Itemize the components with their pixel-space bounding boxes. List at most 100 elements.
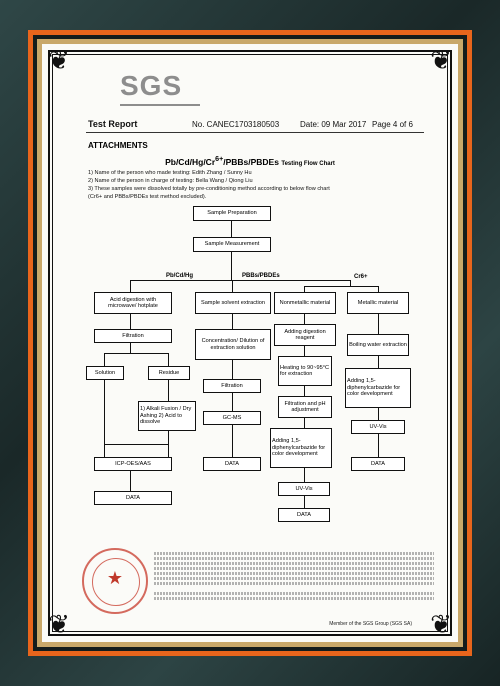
sgs-logo: SGS — [120, 70, 200, 106]
note-line: 3) These samples were dissolved totally … — [88, 186, 330, 192]
connector — [232, 425, 233, 457]
member-text: Member of the SGS Group (SGS SA) — [329, 621, 412, 627]
note-line: 1) Name of the person who made testing: … — [88, 170, 252, 176]
corner-ornament-icon: ❦ — [430, 46, 452, 76]
nonmetal-diphenylcarbazide-box: Adding 1,5-diphenylcarbazide for color d… — [270, 428, 332, 468]
fine-print-line — [154, 597, 434, 600]
corner-ornament-icon: ❦ — [430, 610, 452, 640]
metal-uvvis-box: UV-Vis — [351, 420, 405, 434]
fine-print-line — [154, 567, 434, 570]
connector — [130, 314, 131, 329]
metallic-material-box: Metallic material — [347, 292, 409, 314]
connector — [304, 386, 305, 396]
note-line: 2) Name of the person in charge of testi… — [88, 178, 253, 184]
connector — [104, 353, 168, 354]
connector — [232, 280, 233, 292]
connector — [130, 343, 131, 353]
connector — [104, 353, 105, 366]
flow-title-sup: 6+ — [215, 155, 224, 163]
solvent-extraction-box: Sample solvent extraction — [195, 292, 271, 314]
connector — [304, 286, 378, 287]
connector — [104, 444, 168, 445]
ornament-border — [48, 50, 452, 636]
boiling-water-box: Boiling water extraction — [347, 334, 409, 356]
fine-print-line — [154, 572, 434, 575]
metal-diphenylcarbazide-box: Adding 1,5-diphenylcarbazide for color d… — [345, 368, 411, 408]
branch-label-pb: Pb/Cd/Hg — [166, 273, 193, 279]
report-number: No. CANEC1703180503 — [192, 120, 280, 129]
connector — [378, 408, 379, 420]
connector — [130, 471, 131, 491]
flow-title-suffix: Testing Flow Chart — [281, 160, 335, 167]
sample-measurement-box: Sample Measurement — [193, 237, 271, 252]
branch-label-cr: Cr6+ — [354, 274, 368, 280]
report-date: Date: 09 Mar 2017 — [300, 120, 367, 129]
attachments-heading: ATTACHMENTS — [88, 141, 148, 150]
sample-preparation-box: Sample Preparation — [193, 206, 271, 221]
acid-digestion-box: Acid digestion with microwave/ hotplate — [94, 292, 172, 314]
connector — [378, 356, 379, 368]
solution-box: Solution — [86, 366, 124, 380]
seal-inner-ring — [92, 558, 140, 606]
concentration-box: Concentration/ Dilution of extraction so… — [195, 329, 271, 360]
star-icon: ★ — [106, 568, 124, 589]
heating-box: Heating to 90~95°C for extraction — [278, 356, 332, 386]
corner-ornament-icon: ❦ — [48, 610, 70, 640]
connector — [304, 346, 305, 356]
icp-box: ICP-OES/AAS — [94, 457, 172, 471]
corner-ornament-icon: ❦ — [48, 46, 70, 76]
metal-data-box: DATA — [351, 457, 405, 471]
pb-filtration-box: Filtration — [94, 329, 172, 343]
fine-print-line — [154, 577, 434, 580]
connector — [232, 393, 233, 411]
pbb-filtration-box: Filtration — [203, 379, 261, 393]
connector — [232, 360, 233, 379]
connector — [168, 380, 169, 401]
certificate-paper: ❦ ❦ ❦ ❦ SGS Test Report No. CANEC1703180… — [42, 44, 458, 642]
fine-print-line — [154, 582, 434, 585]
nonmetal-uvvis-box: UV-Vis — [278, 482, 330, 496]
connector — [378, 314, 379, 334]
report-title: Test Report — [88, 119, 138, 129]
connector — [104, 380, 105, 457]
nonmetallic-material-box: Nonmetallic material — [274, 292, 336, 314]
digestion-reagent-box: Adding digestion reagent — [274, 324, 336, 346]
connector — [304, 314, 305, 324]
flow-chart-title: Pb/Cd/Hg/Cr6+/PBBs/PBDEs Testing Flow Ch… — [42, 155, 458, 167]
residue-box: Residue — [148, 366, 190, 380]
header-rule — [86, 132, 424, 133]
report-page: Page 4 of 6 — [372, 120, 413, 129]
connector — [232, 314, 233, 329]
logo-underline — [120, 104, 200, 106]
pb-data-box: DATA — [94, 491, 172, 505]
fine-print-line — [154, 552, 434, 555]
gcms-box: GC-MS — [203, 411, 261, 425]
note-line: (Cr6+ and PBBs/PBDEs test method exclude… — [88, 194, 207, 200]
connector — [378, 286, 379, 292]
connector — [350, 280, 351, 286]
company-seal: ★ — [82, 548, 148, 614]
connector — [231, 221, 232, 237]
flow-title-main: Pb/Cd/Hg/Cr — [165, 156, 216, 167]
connector — [168, 353, 169, 366]
nonmetal-data-box: DATA — [278, 508, 330, 522]
pbb-data-box: DATA — [203, 457, 261, 471]
alkali-fusion-box: 1) Alkali Fusion / Dry Ashing 2) Acid to… — [138, 401, 196, 431]
connector — [304, 286, 305, 292]
fine-print-line — [154, 592, 434, 595]
ph-adjust-box: Filtration and pH adjustment — [278, 396, 332, 418]
fine-print-line — [154, 557, 434, 560]
logo-text: SGS — [120, 70, 183, 101]
connector — [168, 431, 169, 457]
flow-title-rest: /PBBs/PBDEs — [223, 156, 279, 167]
connector — [304, 496, 305, 508]
fine-print-line — [154, 562, 434, 565]
ornament-border-inner — [52, 54, 448, 632]
connector — [130, 280, 131, 292]
connector — [304, 468, 305, 482]
branch-line — [130, 280, 350, 281]
branch-label-pbb: PBBs/PBDEs — [242, 273, 280, 279]
connector — [304, 418, 305, 428]
connector — [378, 434, 379, 457]
connector — [231, 252, 232, 280]
